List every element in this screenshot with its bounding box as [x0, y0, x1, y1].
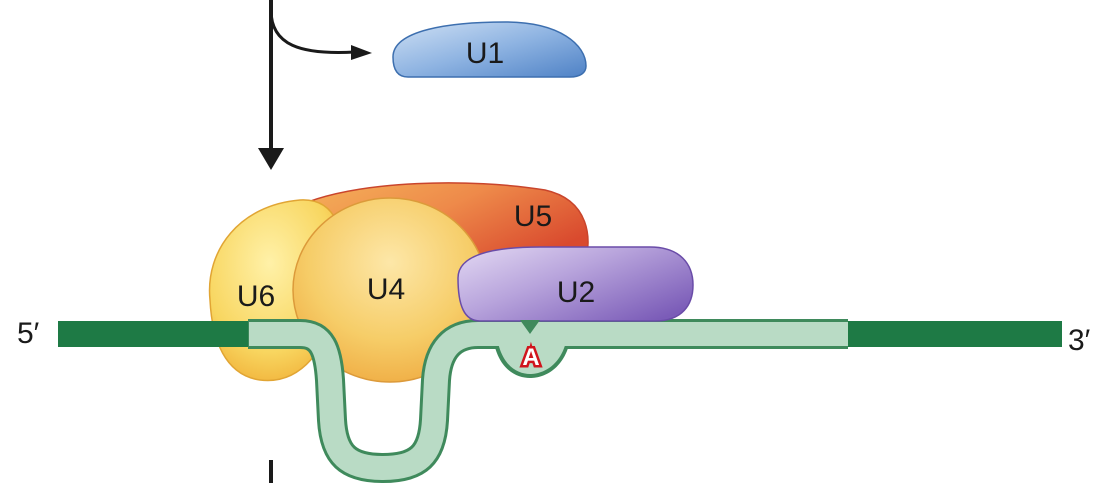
- release-arrow: [258, 0, 372, 170]
- three-prime-label: 3′: [1068, 324, 1091, 357]
- u4-label: U4: [367, 273, 405, 306]
- branch-point-label: A: [522, 344, 539, 371]
- u5-label: U5: [514, 200, 552, 233]
- u6-label: U6: [237, 280, 275, 313]
- pre-mrna: 5′ 3′: [17, 317, 1091, 468]
- exon-3prime: [848, 321, 1062, 347]
- u1-label: U1: [466, 37, 504, 70]
- u2-snrnp: U2: [458, 247, 693, 321]
- u1-snrnp: U1: [393, 22, 586, 77]
- five-prime-label: 5′: [17, 317, 40, 350]
- u2-label: U2: [557, 276, 595, 309]
- exon-5prime: [58, 321, 250, 347]
